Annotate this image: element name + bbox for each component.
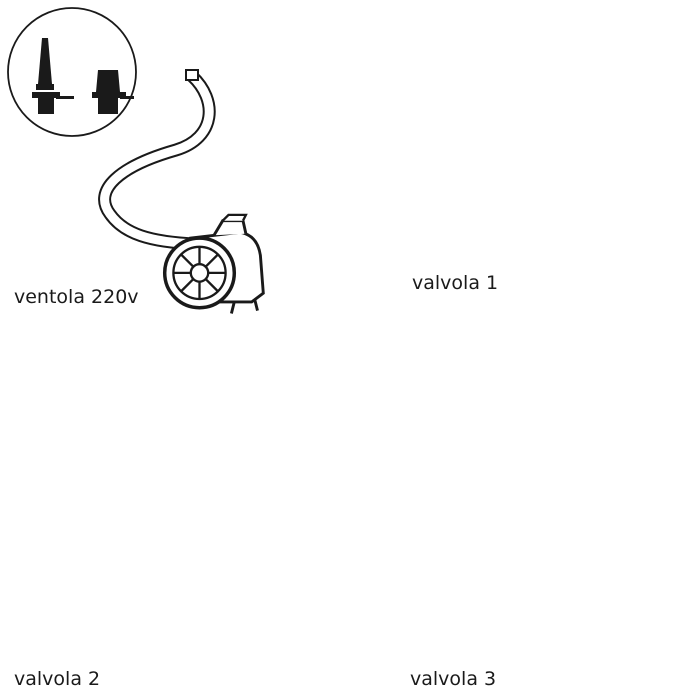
label-valve1: valvola 1	[412, 272, 499, 294]
label-fan: ventola 220v	[14, 286, 139, 308]
label-valve3: valvola 3	[410, 668, 497, 690]
nozzle-circle	[7, 7, 137, 137]
pump-adapter-icon	[92, 70, 134, 114]
electric-pump-icon	[98, 69, 266, 316]
label-valve2: valvola 2	[14, 668, 101, 690]
pump-nozzle-icon	[32, 38, 74, 114]
